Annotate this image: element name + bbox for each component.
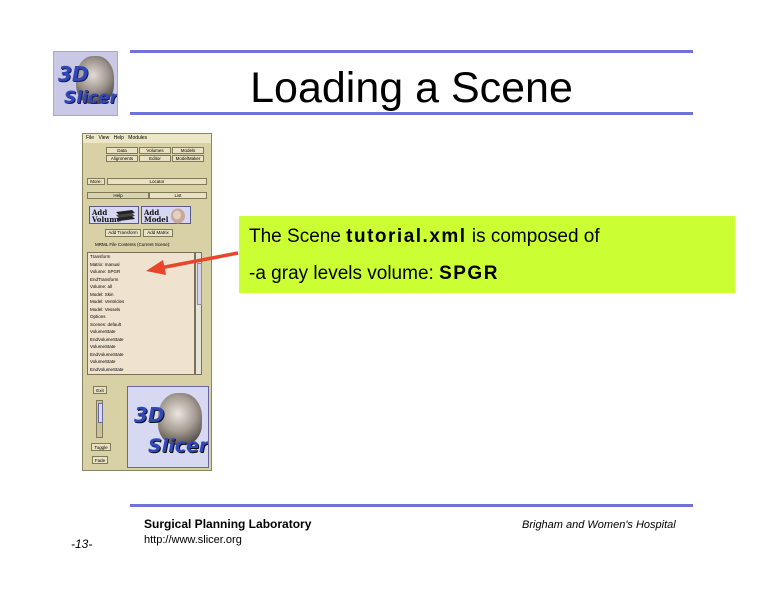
- footer-rule: [130, 504, 693, 507]
- footer-lab: Surgical Planning Laboratory: [144, 517, 312, 531]
- list-item[interactable]: EndVolumeState: [90, 336, 124, 342]
- mrml-list[interactable]: Transform Matrix: manual Volume: SPGR En…: [87, 252, 195, 375]
- module-tab-models[interactable]: Models: [172, 147, 204, 154]
- scene-filename: tutorial.xml: [346, 226, 467, 247]
- mrml-list-scrollbar[interactable]: [195, 252, 202, 375]
- callout-line2-pre: -a gray levels volume:: [249, 263, 440, 284]
- menu-bar: File View Help Modules: [83, 134, 211, 143]
- more-button[interactable]: More:: [87, 178, 105, 185]
- mrml-header: MRML File Contents (Current Scene):: [95, 242, 171, 247]
- slide-title: Loading a Scene: [250, 64, 573, 112]
- slicer-logo-image: 3D Slicer: [127, 386, 209, 468]
- toggle-button[interactable]: Toggle: [91, 443, 111, 451]
- slicer-logo: 3D Slicer: [53, 51, 118, 116]
- volume-name: SPGR: [439, 263, 499, 284]
- callout-line-2: -a gray levels volume: SPGR: [249, 263, 499, 285]
- module-tab-editor[interactable]: Editor: [139, 155, 171, 162]
- exit-button[interactable]: Exit: [93, 386, 107, 394]
- add-matrix-button[interactable]: Add Matrix: [143, 229, 173, 237]
- slider-knob[interactable]: [98, 403, 103, 423]
- menu-view[interactable]: View: [98, 135, 110, 141]
- page-number: -13-: [71, 537, 93, 551]
- list-item[interactable]: Volume: SPGR: [90, 269, 121, 274]
- add-volume-label: Add Volume: [92, 208, 122, 224]
- menu-file[interactable]: File: [86, 135, 95, 141]
- head-scan-icon: [158, 393, 202, 445]
- module-tab-data[interactable]: Data: [106, 147, 138, 154]
- list-item[interactable]: VolumeState: [90, 329, 116, 334]
- model-head-icon: [171, 208, 185, 224]
- add-model-label: Add Model: [144, 208, 169, 224]
- list-item[interactable]: Options: [90, 314, 106, 319]
- tab-list[interactable]: List: [149, 192, 207, 199]
- list-item[interactable]: EndTransform: [90, 276, 119, 282]
- callout-line1-post: is composed of: [466, 226, 600, 247]
- tab-help[interactable]: Help: [87, 192, 149, 199]
- menu-help[interactable]: Help: [113, 135, 124, 141]
- list-item[interactable]: Volume: all: [90, 284, 113, 289]
- list-item[interactable]: EndVolumeState: [90, 351, 124, 357]
- volume-stack-icon: [116, 210, 135, 221]
- menu-modules[interactable]: Modules: [128, 135, 148, 141]
- locator-bar[interactable]: Locator: [107, 178, 207, 185]
- add-volume-button[interactable]: Add Volume: [89, 206, 139, 224]
- scrollbar-thumb[interactable]: [197, 263, 202, 305]
- list-item[interactable]: Model: Skin: [90, 291, 114, 297]
- logo-text-top: 3D: [58, 62, 89, 86]
- callout-line1-pre: The Scene: [249, 226, 347, 247]
- image-text-top: 3D: [134, 403, 165, 427]
- module-tab-modelmaker[interactable]: ModelMaker: [172, 155, 204, 162]
- list-item[interactable]: Model: Ventricles: [90, 299, 125, 304]
- add-transform-button[interactable]: Add Transform: [105, 229, 141, 237]
- header-bottom-rule: [130, 112, 693, 115]
- list-item[interactable]: VolumeState: [90, 344, 116, 349]
- head-scan-icon: [76, 56, 114, 104]
- list-item[interactable]: VolumeState: [90, 359, 116, 364]
- list-item[interactable]: Scenes: default: [90, 321, 122, 327]
- list-item[interactable]: EndVolumeState: [90, 366, 124, 372]
- slicer-window: File View Help Modules Data Volumes Mode…: [82, 133, 212, 471]
- logo-text-bottom: Slicer: [64, 88, 118, 108]
- fade-button[interactable]: Fade: [92, 456, 108, 464]
- add-model-button[interactable]: Add Model: [141, 206, 191, 224]
- fade-slider[interactable]: [96, 400, 103, 438]
- callout-line-1: The Scene tutorial.xml is composed of: [249, 226, 600, 248]
- header-top-rule: [130, 50, 693, 53]
- list-item[interactable]: Transform: [90, 254, 111, 259]
- callout-box: The Scene tutorial.xml is composed of -a…: [239, 216, 735, 293]
- footer-hospital: Brigham and Women's Hospital: [522, 519, 676, 531]
- image-text-bottom: Slicer: [148, 435, 209, 457]
- footer-url[interactable]: http://www.slicer.org: [144, 534, 242, 546]
- list-item[interactable]: Model: Vessels: [90, 306, 121, 312]
- module-tab-volumes[interactable]: Volumes: [139, 147, 171, 154]
- module-tab-alignments[interactable]: Alignments: [106, 155, 138, 162]
- list-item[interactable]: Matrix: manual: [90, 261, 120, 267]
